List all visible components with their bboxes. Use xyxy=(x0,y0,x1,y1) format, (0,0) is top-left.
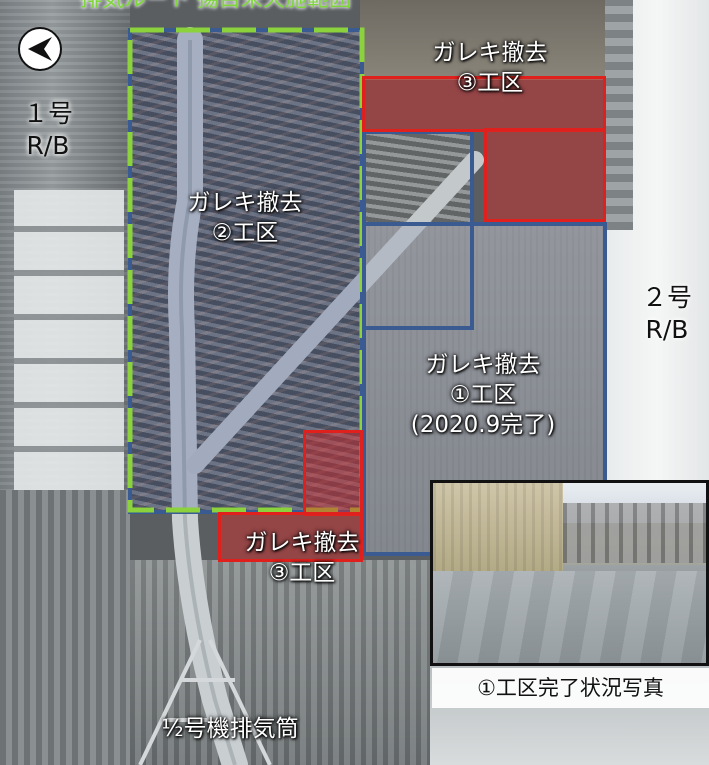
photo-floor xyxy=(433,571,706,663)
completion-photo xyxy=(430,480,709,666)
zone-3-top-label: ガレキ撤去 ③工区 xyxy=(410,38,570,98)
zone-1-status: (2020.9完了) xyxy=(410,412,556,438)
diagonal-pipe xyxy=(186,151,484,474)
zone-3-top-title: ガレキ撤去 xyxy=(432,40,548,66)
building-1-code: R/B xyxy=(26,131,70,160)
building-1-name: １号 xyxy=(22,99,73,128)
stack-lattice xyxy=(138,639,272,765)
building-2-name: ２号 xyxy=(641,283,692,312)
zone-2-title: ガレキ撤去 xyxy=(187,190,303,216)
map-title: 排気ルート 揚目来天施範囲 xyxy=(80,0,351,12)
building-1-structure xyxy=(14,190,124,490)
photo-structure xyxy=(563,503,706,563)
zone-1-extension xyxy=(362,130,474,330)
building-1-label: １号 R/B xyxy=(22,98,74,162)
zone-3-top-area-lower xyxy=(484,128,606,222)
zone-3-bottom-area-upper xyxy=(303,430,363,516)
zone-3-top-id: ③工区 xyxy=(456,70,524,96)
stack-label: ½号機排気筒 xyxy=(161,716,299,742)
zone-3-bottom-title: ガレキ撤去 xyxy=(244,530,360,556)
top-structure xyxy=(360,0,620,80)
building-2-label: ２号 R/B xyxy=(632,282,702,346)
zone-3-bottom-id: ③工区 xyxy=(268,560,336,586)
building-2-code: R/B xyxy=(645,315,689,344)
zone-2-id: ②工区 xyxy=(211,220,279,246)
zone-1-id: ①工区 xyxy=(449,382,517,408)
photo-caption: ①工区完了状況写真 xyxy=(432,668,709,708)
building-2-edge xyxy=(605,0,633,230)
lower-left-structure xyxy=(0,490,130,765)
zone-3-bottom-label: ガレキ撤去 ③工区 xyxy=(222,528,382,588)
zone-2-label: ガレキ撤去 ②工区 xyxy=(165,188,325,248)
zone-1-label: ガレキ撤去 ①工区 (2020.9完了) xyxy=(398,350,568,440)
zone-3-bottom-area-lower xyxy=(218,512,363,562)
zone-1-title: ガレキ撤去 xyxy=(425,352,541,378)
photo-wall xyxy=(433,483,563,573)
zone-3-top-area-upper xyxy=(362,76,606,132)
north-arrow-icon xyxy=(18,27,62,71)
